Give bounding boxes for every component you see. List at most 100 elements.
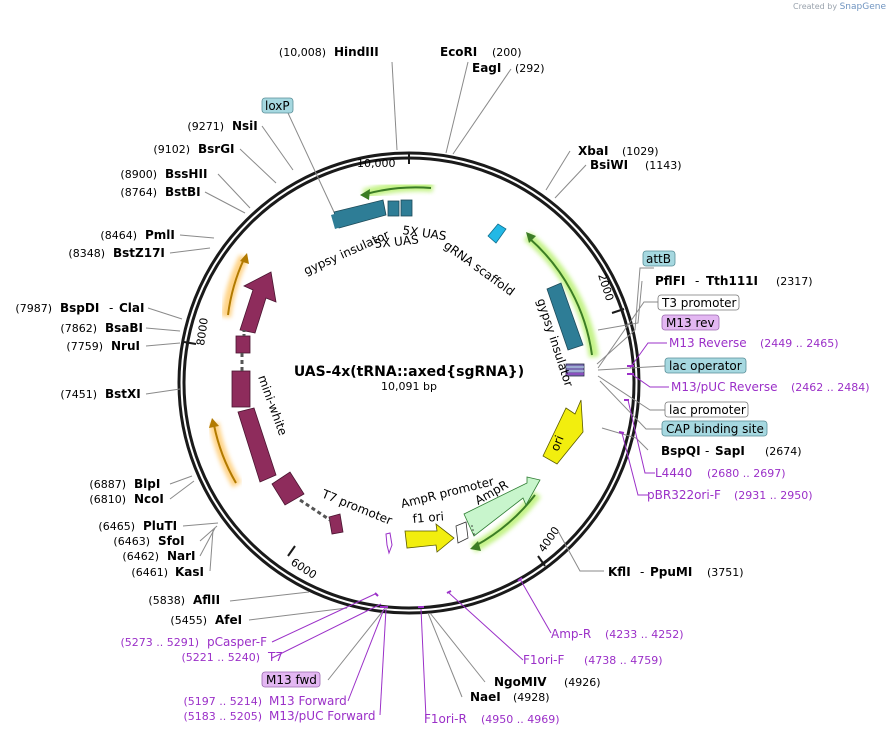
enzyme-bspdi-sep: - bbox=[109, 301, 113, 315]
enzyme-aflii-pos: (5838) bbox=[148, 594, 185, 607]
box-loxp: loxP bbox=[261, 97, 294, 114]
primer-m13-forward-range: (5197 .. 5214) bbox=[183, 695, 262, 708]
feature-ampr-promoter bbox=[455, 521, 469, 544]
primer-m13-forward-name: M13 Forward bbox=[269, 694, 347, 708]
tick-mark-2000 bbox=[611, 308, 625, 314]
feature-gypsy-insulator-right bbox=[546, 282, 584, 351]
enzyme-leader-lines bbox=[145, 61, 649, 698]
enzyme-bsshii-name: BssHII bbox=[165, 167, 207, 181]
plasmid-size: 10,091 bp bbox=[381, 380, 437, 393]
enzyme-pluti-pos: (6465) bbox=[98, 520, 135, 533]
primer-m13-reverse-name: M13 Reverse bbox=[669, 336, 747, 350]
enzyme-bsshii-pos: (8900) bbox=[120, 168, 157, 181]
feature-t7-promoter-marker bbox=[385, 532, 393, 555]
tick-label-6000: 6000 bbox=[288, 556, 319, 582]
glow-orange-bottom bbox=[209, 422, 242, 488]
primer-l4440-name: L4440 bbox=[655, 466, 692, 480]
primer-amp-r-range: (4233 .. 4252) bbox=[605, 628, 684, 641]
box-t3-promoter-label: T3 promoter bbox=[661, 296, 737, 310]
primer-t7-range: (5221 .. 5240) bbox=[181, 651, 260, 664]
enzyme-pflfi-name: PflFI bbox=[655, 274, 685, 288]
box-attb: attB bbox=[642, 250, 676, 267]
enzyme-kfli-name: KflI bbox=[608, 565, 631, 579]
tick-label-8000: 8000 bbox=[194, 317, 211, 347]
feature-5x-uas-b bbox=[400, 199, 413, 217]
primer-leader-lines bbox=[271, 342, 669, 719]
feature-label-ori: ori bbox=[548, 433, 567, 453]
enzyme-pflfi-pos: (2317) bbox=[776, 275, 813, 288]
enzyme-eagi-name: EagI bbox=[472, 61, 501, 75]
enzyme-pmli-pos: (8464) bbox=[100, 229, 137, 242]
primer-pbr322ori-f-range: (2931 .. 2950) bbox=[734, 489, 813, 502]
enzyme-naei-name: NaeI bbox=[470, 690, 501, 704]
enzyme-blpi-name: BlpI bbox=[134, 477, 160, 491]
enzyme-ecori-pos: (200) bbox=[492, 46, 522, 59]
enzyme-bspqi-name: BspQI bbox=[661, 444, 701, 458]
feature-ori-arrow bbox=[542, 399, 584, 465]
enzyme-xbai-pos: (1029) bbox=[622, 145, 659, 158]
ampr-dotted-marks bbox=[471, 525, 475, 535]
primer-marks bbox=[374, 365, 634, 608]
enzyme-ncoi-name: NcoI bbox=[134, 492, 164, 506]
enzyme-ecori-name: EcoRI bbox=[440, 45, 477, 59]
primer-amp-r-name: Amp-R bbox=[551, 627, 591, 641]
enzyme-nsii-pos: (9271) bbox=[187, 120, 224, 133]
enzyme-nrui-name: NruI bbox=[111, 339, 140, 353]
enzyme-naei-pos: (4928) bbox=[513, 691, 550, 704]
box-m13-fwd: M13 fwd bbox=[261, 671, 321, 688]
enzyme-bstz17i-name: BstZ17I bbox=[113, 246, 165, 260]
enzyme-clai-name: ClaI bbox=[119, 301, 144, 315]
primer-pcasper-f-name: pCasper-F bbox=[207, 635, 267, 649]
feature-label-f1-ori: f1 ori bbox=[412, 509, 444, 526]
enzyme-pflfi-sep: - bbox=[695, 274, 699, 288]
feature-t7-promoter bbox=[299, 498, 344, 535]
enzyme-bspqi-pos: (2674) bbox=[765, 445, 802, 458]
primer-f1ori-f-range: (4738 .. 4759) bbox=[584, 654, 663, 667]
tick-mark-6000 bbox=[287, 545, 296, 557]
enzyme-bstxi-pos: (7451) bbox=[60, 388, 97, 401]
primer-f1ori-r-name: F1ori-R bbox=[424, 712, 467, 726]
primer-m13-puc-forward-name: M13/pUC Forward bbox=[269, 709, 376, 723]
enzyme-bsabi-name: BsaBI bbox=[105, 321, 143, 335]
box-t3-promoter: T3 promoter bbox=[657, 294, 740, 311]
direction-arrowheads bbox=[209, 189, 536, 551]
feature-multi-cloning-site bbox=[565, 363, 585, 377]
tick-mark-8000 bbox=[183, 341, 197, 345]
primer-m13-puc-forward-range: (5183 .. 5205) bbox=[183, 710, 262, 723]
feature-ampr-arrow bbox=[463, 476, 541, 537]
enzyme-bspqi-sep: - bbox=[705, 444, 709, 458]
enzyme-sapi-name: SapI bbox=[715, 444, 745, 458]
box-loxp-label: loxP bbox=[265, 99, 290, 113]
box-cap-binding-site-label: CAP binding site bbox=[666, 422, 764, 436]
enzyme-nari-name: NarI bbox=[167, 549, 196, 563]
feature-label-gypsy-insulator-left: gypsy insulator bbox=[302, 228, 392, 278]
snapgene-logo: SnapGene bbox=[839, 2, 886, 12]
primer-f1ori-r-range: (4950 .. 4969) bbox=[481, 713, 560, 726]
box-lac-operator-label: lac operator bbox=[669, 359, 742, 373]
enzyme-hindiii-name: HindIII bbox=[334, 45, 379, 59]
enzyme-ngomiv-pos: (4926) bbox=[564, 676, 601, 689]
enzyme-nari-pos: (6462) bbox=[122, 550, 159, 563]
feature-f1-ori-arrow bbox=[404, 523, 455, 553]
enzyme-bstbi-pos: (8764) bbox=[120, 186, 157, 199]
primer-m13-puc-reverse-name: M13/pUC Reverse bbox=[671, 380, 778, 394]
enzyme-bstbi-name: BstBI bbox=[165, 185, 201, 199]
enzyme-pluti-name: PluTI bbox=[143, 519, 177, 533]
feature-gypsy-insulator-left bbox=[331, 199, 387, 229]
box-m13-rev-label: M13 rev bbox=[666, 316, 715, 330]
enzyme-bspdi-pos: (7987) bbox=[15, 302, 52, 315]
enzyme-ppumi-name: PpuMI bbox=[650, 565, 692, 579]
primer-f1ori-f-name: F1ori-F bbox=[523, 653, 564, 667]
feature-label-5x-uas-a: 5X UAS bbox=[402, 223, 448, 243]
feature-5x-uas-a bbox=[387, 200, 400, 217]
credit-prefix: Created by bbox=[793, 2, 838, 11]
box-leader-lines bbox=[287, 112, 668, 681]
enzyme-sfoi-name: SfoI bbox=[158, 534, 185, 548]
enzyme-aflii-name: AflII bbox=[193, 593, 220, 607]
enzyme-kfli-pos: (3751) bbox=[707, 566, 744, 579]
created-by-credit: Created by SnapGene bbox=[793, 2, 886, 12]
enzyme-kasi-name: KasI bbox=[175, 565, 204, 579]
box-lac-promoter-label: lac promoter bbox=[669, 403, 746, 417]
primer-t7-name: T7 bbox=[267, 650, 283, 664]
